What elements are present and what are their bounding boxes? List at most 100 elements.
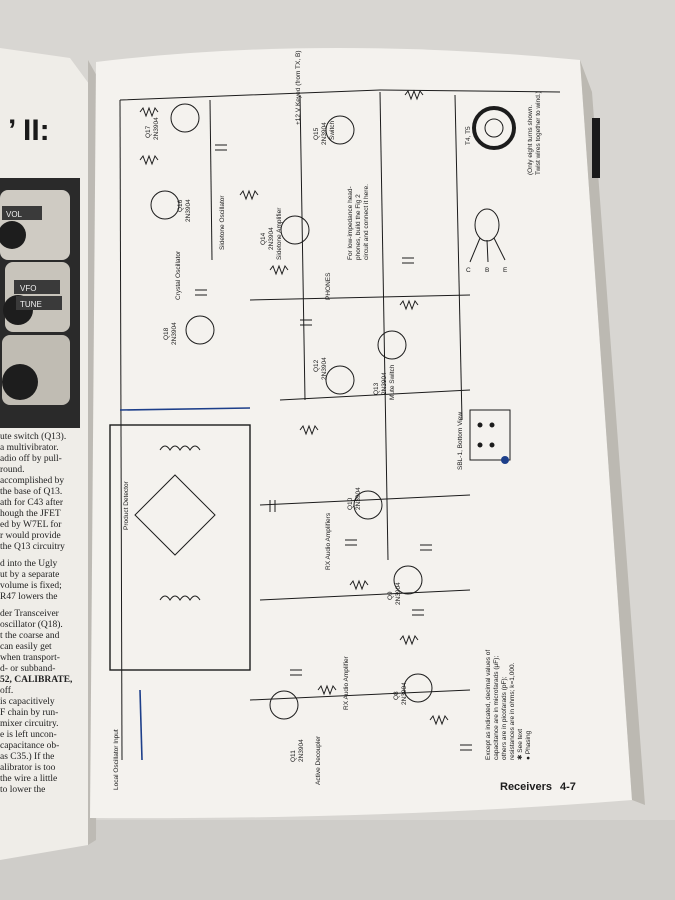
label-q8: Q8 <box>393 691 400 700</box>
left-page-labels: ’ II: VOL VFO TUNE <box>6 114 50 309</box>
left-line: r would provide <box>0 531 61 541</box>
label-toroid-note-2: Twist wires together to wind.) <box>535 91 542 175</box>
label-keyed: +12 V Keyed (from TX, B) <box>295 51 302 125</box>
left-line: adio off by pull- <box>0 454 62 464</box>
label-q12: Q12 <box>313 359 320 372</box>
left-line: the wire a little <box>0 774 58 784</box>
left-line: hough the JFET <box>0 509 61 519</box>
note-line-1: For low-impedance head- <box>347 186 354 260</box>
label-toroid: T4, T5 <box>465 126 472 145</box>
label-q11-part: 2N3904 <box>298 739 305 762</box>
label-q13-part: 2N3904 <box>381 372 388 395</box>
toroid-coil <box>472 106 516 150</box>
left-line: volume is fixed; <box>0 581 62 591</box>
label-q14-note: Sidetone Amplifier <box>276 207 283 260</box>
label-rx-audio-amps: RX Audio Amplifiers <box>325 512 332 570</box>
label-q18-part: 2N3904 <box>171 322 178 345</box>
left-line: the Q13 circuitry <box>0 542 65 552</box>
left-line: d into the Ugly <box>0 559 58 569</box>
schematic-labels: Q17 2N3904 Q16 2N3904 Sidetone Oscillato… <box>113 51 542 790</box>
left-line: when transport- <box>0 653 60 663</box>
left-line: as C35.) If the <box>0 752 55 762</box>
left-line: mixer circuitry. <box>0 719 59 729</box>
label-q13-note: Mute Switch <box>389 364 396 400</box>
left-line: is capacitively <box>0 697 55 707</box>
left-line: round. <box>0 465 25 475</box>
left-line: the base of Q13. <box>0 487 63 497</box>
left-line: der Transceiver <box>0 609 59 619</box>
left-line: can easily get <box>0 642 52 652</box>
label-q10-part: 2N3904 <box>355 487 362 510</box>
label-q12-part: 2N3904 <box>321 357 328 380</box>
label-q17-part: 2N3904 <box>153 117 160 140</box>
left-line: ute switch (Q13). <box>0 432 67 442</box>
label-q9-part: 2N3904 <box>395 582 402 605</box>
left-line: alibrator is too <box>0 763 56 773</box>
label-q18: Q18 <box>163 327 170 340</box>
knob-label-vol: VOL <box>6 210 23 219</box>
label-sbl1: SBL-1, Bottom View <box>457 412 464 470</box>
left-line: ed by W7EL for <box>0 520 62 530</box>
label-rx-audio-amp: RX Audio Amplifier <box>343 655 350 710</box>
left-line: t the coarse and <box>0 631 60 641</box>
table-edge <box>0 820 675 900</box>
label-q15-part: 2N3904 <box>321 122 328 145</box>
left-page <box>0 48 98 860</box>
pinout-e: E <box>503 267 508 274</box>
schematic <box>109 89 561 761</box>
left-line: accomplished by <box>0 476 65 486</box>
label-q15: Q15 <box>313 127 320 140</box>
left-line: ut by a separate <box>0 570 60 580</box>
pinout-c: C <box>466 267 471 274</box>
footnote-2: capacitance are in microfarads (μF); <box>493 656 500 760</box>
footnote-6: ● Phasing <box>525 730 532 760</box>
label-q10: Q10 <box>347 497 354 510</box>
label-product-detector: Product Detector <box>123 480 130 530</box>
left-line: R47 lowers the <box>0 592 58 602</box>
note-line-3: circuit and connect it here. <box>363 184 370 260</box>
resistor-symbols <box>139 89 449 726</box>
footnote-4: resistances are in ohms; k=1,000. <box>509 662 516 760</box>
label-q8-part: 2N3904 <box>401 682 408 705</box>
left-line: off. <box>0 686 14 696</box>
left-line: d- or subband- <box>0 664 56 674</box>
label-q16: Q16 <box>177 199 184 212</box>
label-q13: Q13 <box>373 382 380 395</box>
footer-page-number: 4-7 <box>560 781 576 793</box>
left-line: to lower the <box>0 785 46 795</box>
footnote-5: ✱ See text <box>516 729 524 760</box>
left-line: capacitance ob- <box>0 741 60 751</box>
pinout-b: B <box>485 267 489 274</box>
left-line: oscillator (Q18). <box>0 620 63 630</box>
left-line: e is left uncon- <box>0 730 57 740</box>
left-line: ath for C43 after <box>0 498 64 508</box>
capacitor-symbols <box>195 144 472 751</box>
page-footer: Receivers 4-7 <box>500 781 576 793</box>
right-page <box>90 47 645 819</box>
footer-section: Receivers <box>500 781 552 793</box>
label-q11: Q11 <box>290 750 297 762</box>
label-q9: Q9 <box>387 591 394 600</box>
label-active-decoupler: Active Decoupler <box>315 735 322 785</box>
label-q16-part: 2N3904 <box>185 199 192 222</box>
label-crystal-osc: Crystal Oscillator <box>175 250 182 300</box>
transistor-symbols <box>150 103 433 720</box>
label-q17: Q17 <box>145 125 152 138</box>
knob-label-vfo: VFO <box>20 284 36 293</box>
label-q14-part: 2N3904 <box>268 227 275 250</box>
left-line: a multivibrator. <box>0 443 59 453</box>
label-q14: Q14 <box>260 232 267 245</box>
sbl1-outline <box>469 409 511 461</box>
label-phones: PHONES <box>325 272 332 300</box>
note-line-2: phones, build the Fig 2 <box>355 194 362 260</box>
knob-label-tune: TUNE <box>20 300 42 309</box>
footnote-3: others are in picofarads (pF); <box>501 676 508 760</box>
label-q15-note: Switch <box>329 120 336 140</box>
left-page-body: ute switch (Q13). a multivibrator. adio … <box>0 432 80 796</box>
left-line: F chain by run- <box>0 708 59 718</box>
footnote-1: Except as indicated, decimal values of <box>485 650 492 760</box>
left-line: 52, CALIBRATE, <box>0 675 73 685</box>
label-toroid-note-1: (Only eight turns shown. <box>527 105 534 175</box>
label-lo-input: Local Oscillator Input <box>113 729 120 790</box>
